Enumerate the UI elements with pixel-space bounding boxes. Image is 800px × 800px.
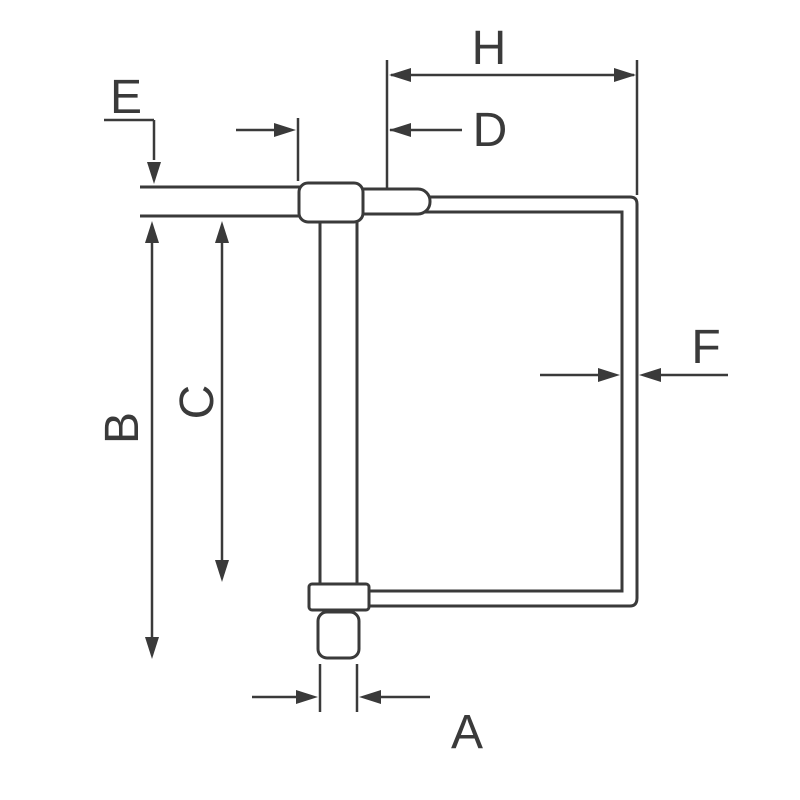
pin-grip [140,185,302,218]
dimension-label-a: A [451,706,483,759]
dimension-a: A [252,664,483,759]
f-arrow-left-icon [639,368,661,382]
e-arrow-down-icon [147,162,161,184]
pin-head [297,181,365,224]
dimension-b: B [96,221,159,659]
dimension-label-c: C [171,385,224,420]
b-arrow-up-icon [145,221,159,243]
b-arrow-down-icon [145,637,159,659]
wire-loop [368,195,639,608]
a-arrow-right-icon [296,690,318,704]
dimension-h: H [385,22,639,195]
dimension-label-e: E [110,71,142,124]
d-arrow-left-icon [389,123,411,137]
h-arrow-left-icon [389,68,411,82]
wire-loop-inner [368,210,624,593]
dimension-d: D [236,104,507,181]
d-arrow-right-icon [274,123,296,137]
dimension-label-h: H [472,22,507,75]
pin-shaft [318,222,359,584]
dimension-e: E [104,71,161,184]
h-arrow-right-icon [614,68,636,82]
pin-tip [316,610,361,660]
f-arrow-right-icon [598,368,620,382]
dimension-c: C [171,221,229,582]
a-arrow-left-icon [359,690,381,704]
dimension-f: F [540,321,728,382]
c-arrow-down-icon [215,560,229,582]
dimension-label-f: F [691,321,720,374]
wire-loop-outer [368,195,639,608]
pin-collar [307,582,371,612]
dimension-label-d: D [473,104,508,157]
dimension-label-b: B [96,412,149,444]
c-arrow-up-icon [215,221,229,243]
